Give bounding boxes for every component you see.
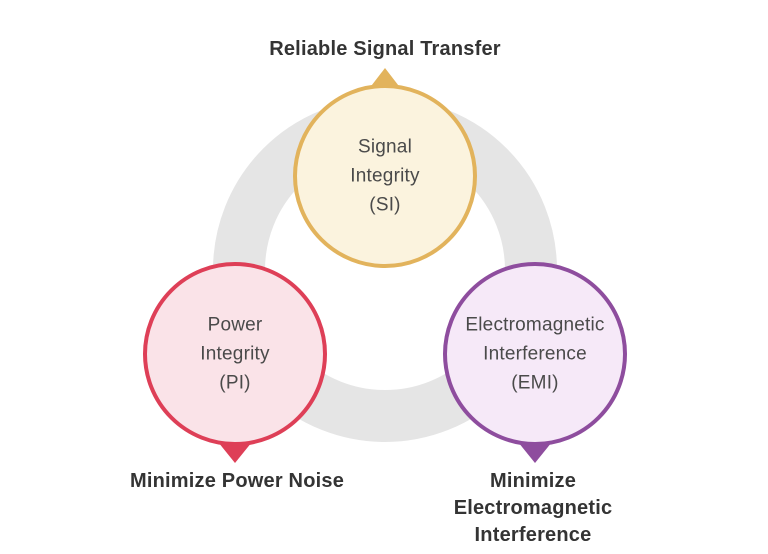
- emi-caption: Minimize Electromagnetic Interference: [453, 470, 613, 546]
- si-caption: Reliable Signal Transfer: [269, 38, 501, 60]
- pi-node-label: Power Integrity (PI): [200, 314, 270, 394]
- emi-node-label: Electromagnetic Interference (EMI): [465, 314, 605, 394]
- emi-node-circle: [443, 262, 627, 446]
- pi-node-circle: [143, 262, 327, 446]
- pi-caption: Minimize Power Noise: [129, 470, 345, 492]
- si-node-circle: [293, 84, 477, 268]
- si-node-label: Signal Integrity (SI): [350, 136, 420, 216]
